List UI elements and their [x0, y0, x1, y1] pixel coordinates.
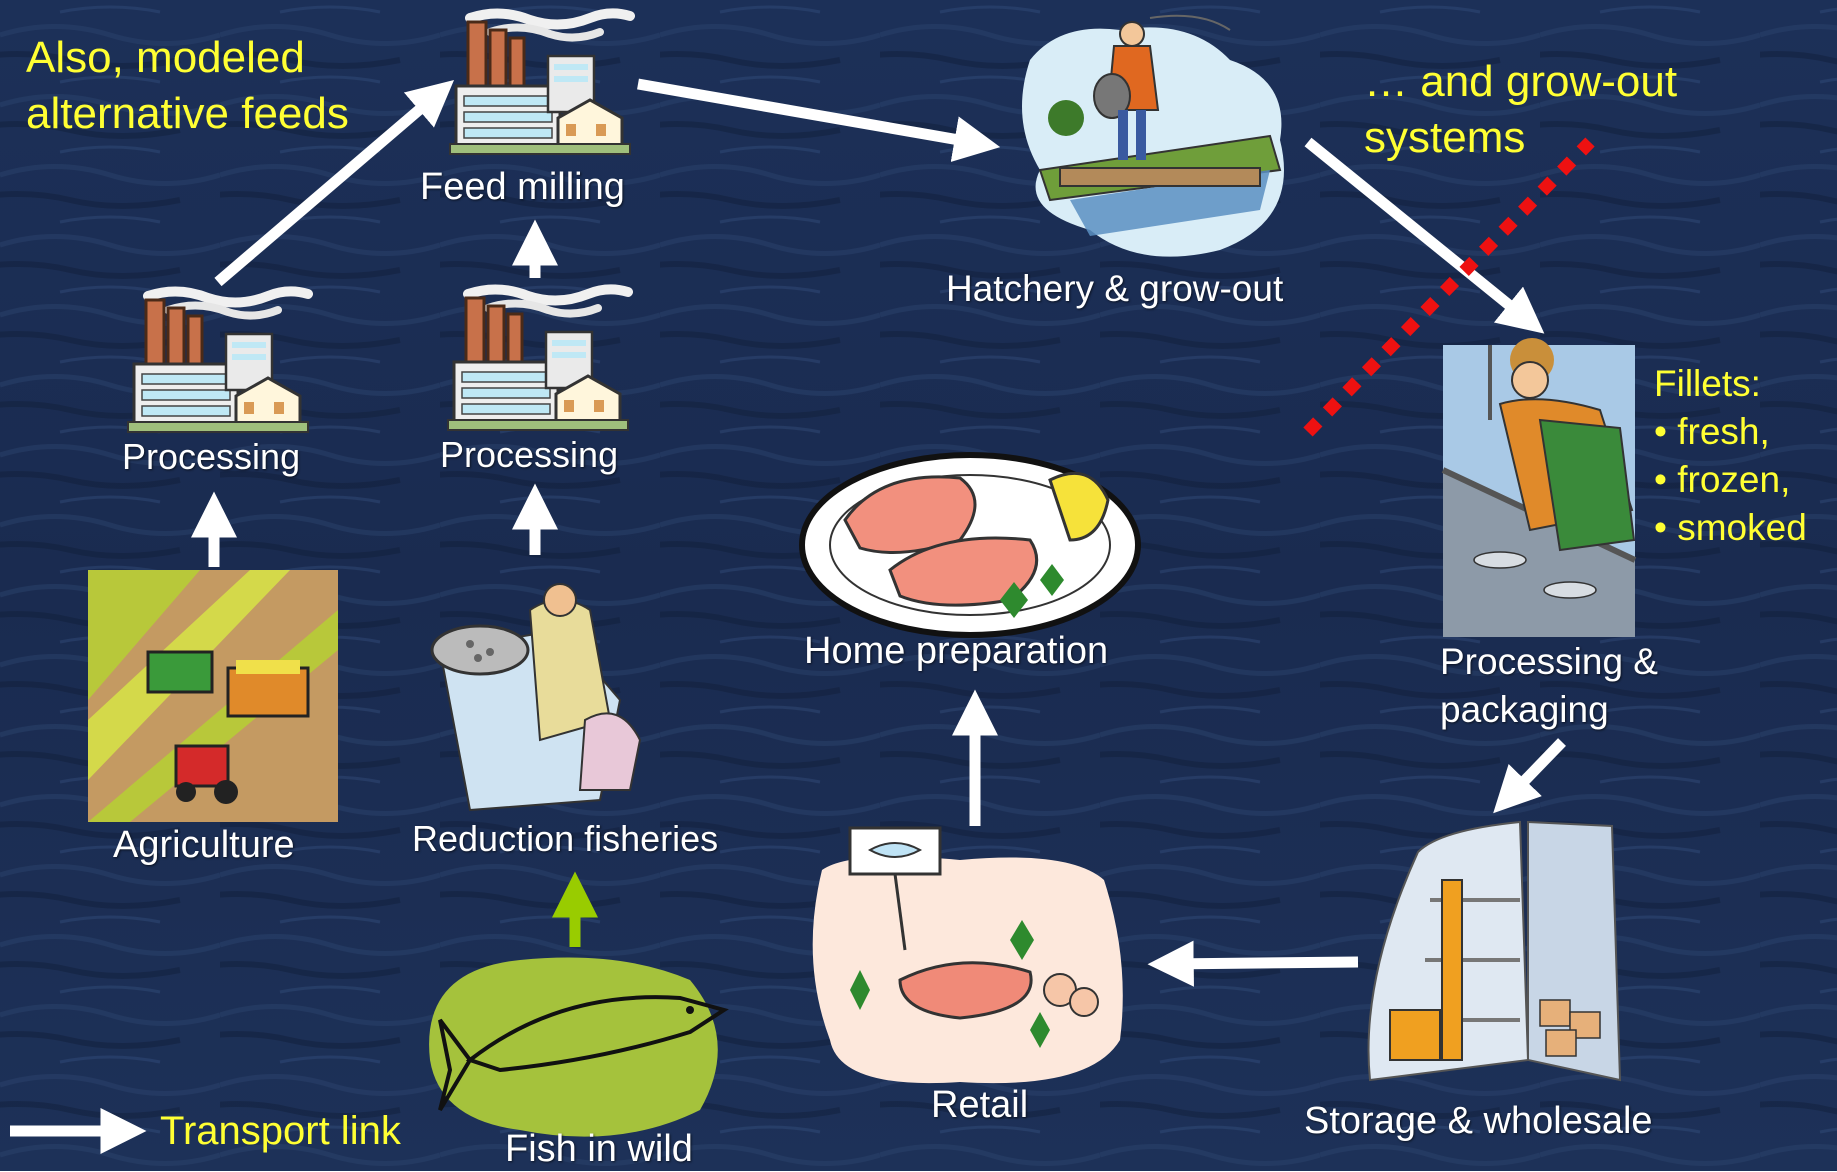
fillets-title: Fillets: [1654, 363, 1761, 404]
salmon-plate-icon [799, 452, 1141, 638]
node-label-processing-packaging: Processing & packaging [1440, 638, 1658, 734]
node-label-retail: Retail [931, 1084, 1029, 1126]
growout-line-2: systems [1364, 113, 1526, 163]
arrow-feed-milling-to-hatchery [637, 78, 1001, 162]
node-label-processing-fisheries: Processing [440, 434, 619, 475]
fish-processing-worker-icon [1441, 338, 1637, 637]
arrow-processing-to-feed-milling [214, 79, 455, 287]
fillets-item-fresh: • fresh, [1654, 411, 1770, 452]
processing-packaging-line-1: Processing & [1440, 641, 1658, 682]
processing-packaging-line-2: packaging [1440, 689, 1609, 730]
alternative-feeds-note: Also, modeled alternative feeds [26, 30, 349, 143]
fillets-list: Fillets: • fresh, • frozen, • smoked [1654, 360, 1807, 552]
node-label-reduction-fisheries: Reduction fisheries [412, 818, 719, 859]
arrow-hatchery-to-packaging [1304, 137, 1545, 334]
legend-transport-link: Transport link [160, 1109, 401, 1153]
node-label-processing-agriculture: Processing [122, 436, 301, 477]
fish-icon [429, 957, 729, 1137]
arrow-storage-to-retail [1147, 940, 1359, 987]
growout-systems-note: … and grow-out systems [1364, 54, 1677, 167]
fishing-net-icon [430, 583, 642, 812]
warehouse-icon [1367, 820, 1622, 1082]
node-label-agriculture: Agriculture [113, 824, 295, 866]
arrow-packaging-to-storage [1493, 738, 1566, 814]
node-label-feed-milling: Feed milling [420, 166, 625, 208]
harvester-icon [88, 570, 338, 822]
transport-arrows [10, 78, 1566, 1155]
system-boundary-line [1303, 137, 1595, 437]
growout-line-1: … and grow-out [1364, 57, 1678, 106]
node-label-home-preparation: Home preparation [804, 630, 1109, 672]
alt-feeds-line-1: Also, modeled [26, 33, 305, 82]
node-label-fish-in-wild: Fish in wild [505, 1128, 693, 1170]
node-label-storage-wholesale: Storage & wholesale [1304, 1100, 1653, 1142]
fish-market-icon [812, 826, 1123, 1084]
node-label-hatchery: Hatchery & grow-out [946, 268, 1284, 309]
alt-feeds-line-2: alternative feeds [26, 89, 349, 139]
fish-farmer-icon [1022, 14, 1284, 257]
fillets-item-smoked: • smoked [1654, 507, 1807, 548]
fillets-item-frozen: • frozen, [1654, 459, 1791, 500]
